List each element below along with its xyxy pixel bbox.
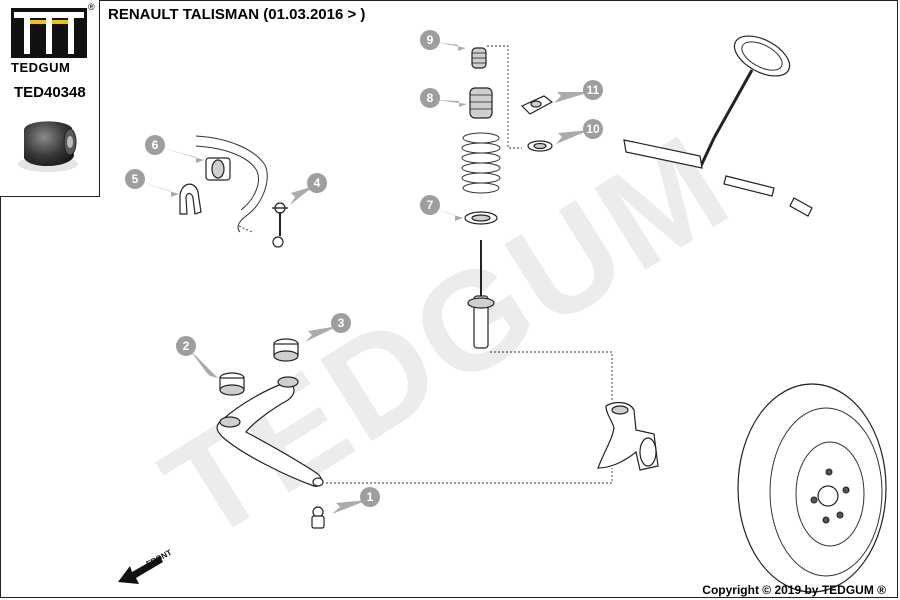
control-arm-bushing-rear	[273, 338, 299, 362]
svg-text:1: 1	[367, 490, 374, 504]
callout-7: 7	[420, 195, 440, 215]
part-code: TED40348	[14, 84, 86, 101]
wheel	[737, 383, 887, 593]
svg-text:9: 9	[427, 33, 434, 47]
spring-seat	[464, 211, 498, 225]
svg-text:4: 4	[314, 176, 321, 190]
svg-text:11: 11	[587, 83, 600, 97]
callout-2: 2	[176, 336, 196, 356]
assembly-lines	[238, 45, 613, 484]
callout-5: 5	[125, 169, 145, 189]
brand-name: TEDGUM	[11, 60, 71, 75]
stabilizer-link	[272, 202, 288, 248]
callout-11: 11	[583, 80, 603, 100]
ball-joint	[311, 506, 325, 529]
shock-absorber	[467, 240, 495, 349]
bump-stop	[471, 47, 487, 69]
control-arm-bushing-front	[219, 372, 245, 396]
svg-text:10: 10	[586, 122, 600, 136]
callout-leaders	[140, 42, 590, 514]
strut-mount	[520, 95, 554, 115]
brand-panel: ® TEDGUM TED40348	[0, 0, 100, 197]
callout-9: 9	[420, 30, 440, 50]
front-label: FRONT	[145, 548, 174, 569]
svg-text:7: 7	[427, 198, 434, 212]
coil-spring	[461, 132, 501, 194]
strut-bearing	[527, 140, 553, 152]
steering-knuckle	[597, 401, 659, 471]
copyright-notice: Copyright © 2019 by TEDGUM ®	[702, 583, 886, 597]
front-direction-indicator: FRONT	[118, 548, 173, 584]
callout-6: 6	[145, 135, 165, 155]
callout-10: 10	[583, 119, 603, 139]
stabilizer-bar	[195, 135, 268, 233]
callout-4: 4	[307, 173, 327, 193]
callout-3: 3	[331, 313, 351, 333]
stabilizer-bushing	[205, 157, 231, 181]
registered-mark: ®	[88, 2, 95, 12]
page-title: RENAULT TALISMAN (01.03.2016 > )	[108, 6, 366, 23]
steering-assembly	[623, 35, 813, 217]
callout-1: 1	[360, 487, 380, 507]
stabilizer-bracket	[179, 183, 202, 215]
tedgum-logo	[11, 8, 87, 58]
callout-8: 8	[420, 88, 440, 108]
svg-text:3: 3	[338, 316, 345, 330]
svg-text:2: 2	[183, 339, 190, 353]
svg-text:6: 6	[152, 138, 159, 152]
svg-text:8: 8	[427, 91, 434, 105]
bushing-product-image	[18, 121, 78, 172]
svg-text:5: 5	[132, 172, 139, 186]
bump-stop-boot	[469, 87, 493, 119]
lower-control-arm	[216, 376, 324, 487]
